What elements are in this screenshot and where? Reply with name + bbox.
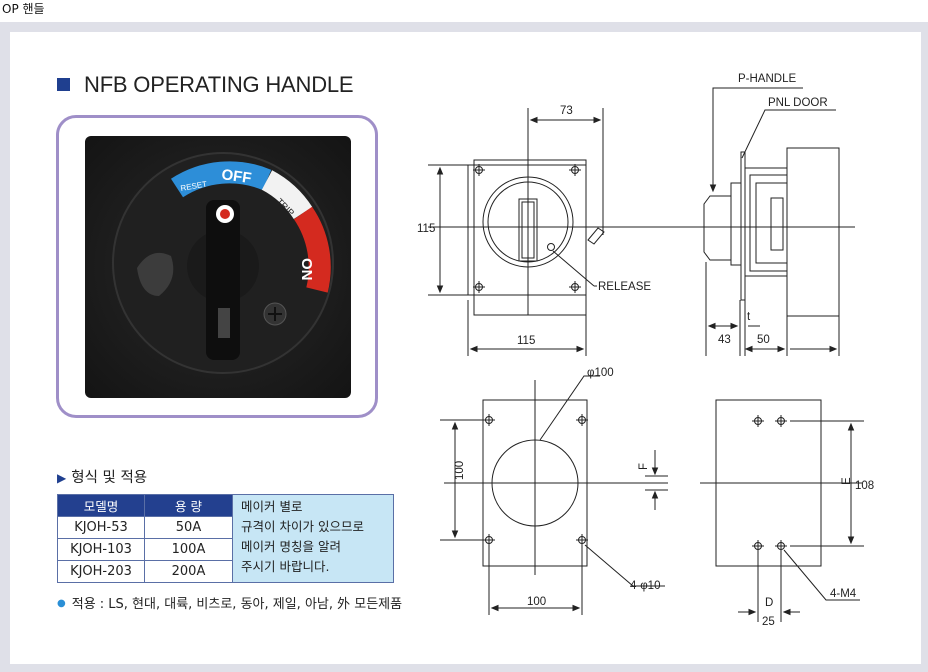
product-photo: RESET OFF TRIP ON xyxy=(56,115,378,418)
spec-table: 모델명 용 량 메이커 별로 규격이 차이가 있으므로 메이커 명칭을 알려 주… xyxy=(57,494,394,583)
window-title-bar: OP 핸들 xyxy=(0,0,928,22)
on-label: ON xyxy=(298,258,315,281)
dim-73: 73 xyxy=(560,105,573,117)
col-header-capacity: 용 량 xyxy=(144,494,233,517)
title-square-icon xyxy=(57,78,70,91)
trip-band xyxy=(261,170,313,220)
dim-108: 108 xyxy=(855,480,874,492)
dim-25: 25 xyxy=(762,616,775,628)
indicator-dot xyxy=(220,209,230,219)
section-heading-text: 형식 및 적용 xyxy=(71,470,148,486)
release-label: RELEASE xyxy=(598,281,651,293)
m4-label: 4-M4 xyxy=(830,588,857,600)
off-band xyxy=(170,161,272,198)
dim-100-v: 100 xyxy=(454,461,466,480)
note-line: 메이커 별로 xyxy=(241,499,303,514)
dim-115-v: 115 xyxy=(417,223,435,235)
applications-note: ● 적용 : LS, 현대, 대륙, 비츠로, 동아, 제일, 아남, 外 모든제… xyxy=(57,593,402,612)
page-title: NFB OPERATING HANDLE xyxy=(57,72,354,98)
off-label: OFF xyxy=(220,166,252,187)
dim-115-h: 115 xyxy=(517,335,535,347)
pnl-door-label: PNL DOOR xyxy=(768,97,828,109)
model-cell: KJOH-203 xyxy=(57,560,145,583)
triangle-icon: ▶ xyxy=(57,471,67,485)
bullet-icon: ● xyxy=(57,598,66,609)
phi-100-label: φ100 xyxy=(587,367,614,379)
lever xyxy=(206,200,240,360)
dim-50: 50 xyxy=(757,334,770,346)
page-title-text: NFB OPERATING HANDLE xyxy=(84,72,354,97)
dim-43: 43 xyxy=(718,334,731,346)
holes-4-phi10: 4-φ10 xyxy=(630,580,660,592)
lever-lock xyxy=(218,308,230,338)
note-cell: 메이커 별로 규격이 차이가 있으므로 메이커 명칭을 알려 주시기 바랍니다. xyxy=(232,494,394,583)
dim-E: E xyxy=(841,477,853,485)
dim-D: D xyxy=(765,597,773,609)
release-slot xyxy=(137,252,174,296)
capacity-cell: 200A xyxy=(144,560,233,583)
dim-t: t xyxy=(747,311,751,323)
note-line: 메이커 명칭을 알려 xyxy=(241,539,341,554)
note-line: 주시기 바랍니다. xyxy=(241,559,330,574)
breaker-body-side xyxy=(786,147,840,317)
applications-text: 적용 : LS, 현대, 대륙, 비츠로, 동아, 제일, 아남, 外 모든제품 xyxy=(71,597,403,612)
capacity-cell: 100A xyxy=(144,538,233,561)
section-heading: ▶ 형식 및 적용 xyxy=(57,466,147,487)
mount-holes-top xyxy=(473,164,581,293)
handle-illustration: RESET OFF TRIP ON xyxy=(85,136,351,398)
dim-F: F xyxy=(638,463,650,470)
p-handle-label: P-HANDLE xyxy=(738,73,796,85)
note-line: 규격이 차이가 있으므로 xyxy=(241,519,364,534)
window-title: OP 핸들 xyxy=(2,2,45,16)
on-band xyxy=(293,206,331,293)
dim-100-h: 100 xyxy=(527,596,546,608)
